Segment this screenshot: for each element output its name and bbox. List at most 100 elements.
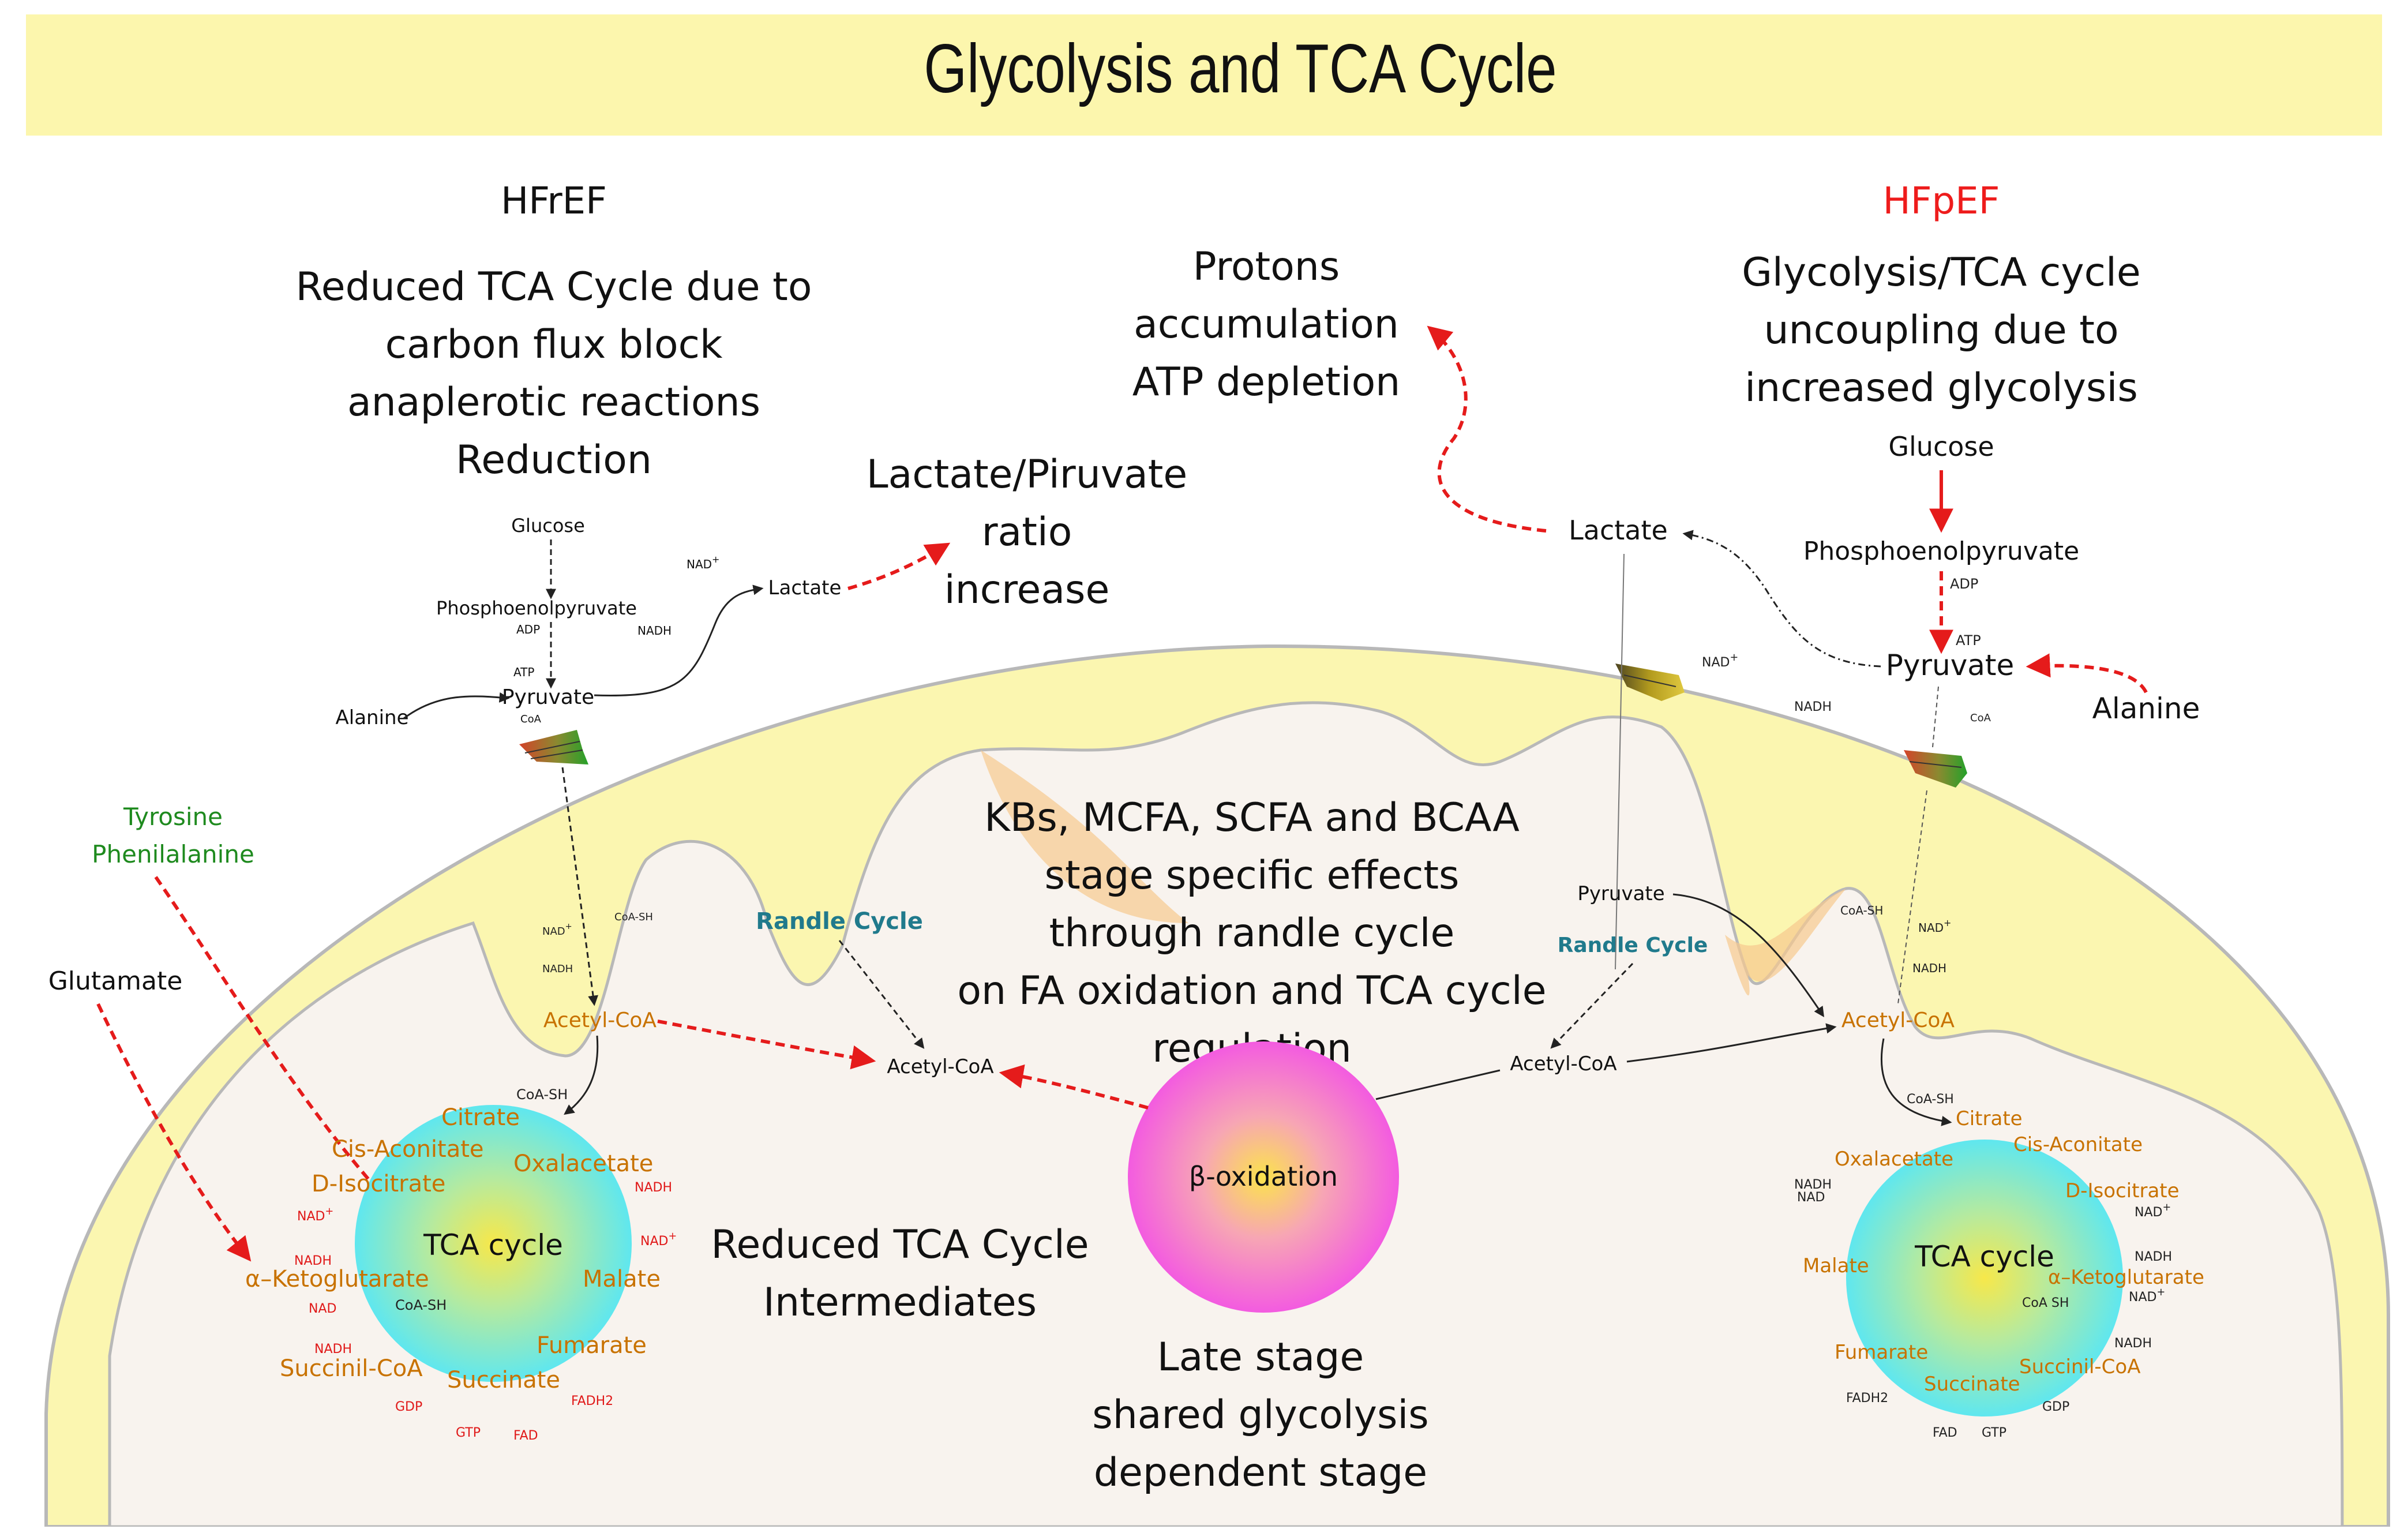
intermembrane-tint-left — [981, 750, 1188, 923]
glutamate-arrow — [96, 1003, 252, 1262]
lactate-ratio-note: Lactate/Piruvate ratio increase — [867, 452, 1188, 613]
hfpef-lactate-transporter — [1615, 664, 1685, 701]
hfref-oxalacetate: Oxalacetate — [513, 1151, 653, 1177]
hfpef-nadh-cofactor: NADH — [1912, 961, 1946, 975]
lactate-ratio-line2: ratio — [982, 509, 1072, 555]
hfpef-succinil-coa: Succinil-CoA — [2019, 1355, 2140, 1378]
hfpef-pep: Phosphoenolpyruvate — [1803, 537, 2079, 566]
hfpef-coa-sh: CoA-SH — [1840, 904, 1883, 917]
tyrosine-arrow — [154, 876, 541, 1336]
hfref-atp: ATP — [513, 665, 534, 679]
hfref-desc-line1: Reduced TCA Cycle due to — [296, 264, 812, 310]
kbs-line2: stage specific effects — [1045, 853, 1460, 898]
hfref-pyruvate-to-acetyl — [561, 767, 599, 1006]
hfpef-d-isocitrate: D-Isocitrate — [2065, 1179, 2180, 1202]
hfpef-tca-circle — [1846, 1140, 2123, 1416]
hfref-succinate: Succinate — [447, 1367, 560, 1393]
kbs-line4: on FA oxidation and TCA cycle — [957, 968, 1546, 1014]
title-banner — [26, 14, 2382, 136]
hfref-alanine: Alanine — [335, 706, 408, 729]
hfpef-acetyl-to-citrate — [1880, 1038, 1952, 1126]
hfpef-desc-line1: Glycolysis/TCA cycle — [1742, 250, 2141, 295]
hfref-mpc-transporter — [519, 730, 588, 765]
hfpef-tca-center: TCA cycle — [1914, 1240, 2054, 1273]
hfref-alanine-to-pyruvate — [403, 692, 510, 719]
hfref-desc-line3: anaplerotic reactions — [347, 380, 760, 425]
randle-left-arrow — [838, 940, 925, 1049]
hfref-lactate: Lactate — [768, 576, 842, 599]
hfpef-alpha-kg: α–Ketoglutarate — [2048, 1266, 2204, 1289]
hfref-coa-sh-release: CoA-SH — [516, 1086, 568, 1103]
late-stage-line1: Late stage — [1157, 1335, 1364, 1380]
hfpef-tca-cofactors: NADH NAD NAD+ NADH CoA SH NAD+ NADH GDP … — [1794, 1178, 2172, 1440]
hfref-coa-sh-cofactor: CoA-SH — [614, 911, 653, 923]
page-title: Glycolysis and TCA Cycle — [924, 31, 1556, 108]
protons-line1: Protons — [1193, 244, 1340, 290]
kbs-line3: through randle cycle — [1049, 910, 1455, 956]
late-stage-note: Late stage shared glycolysis dependent s… — [1092, 1335, 1428, 1496]
hfpef-inner-pyruvate: Pyruvate — [1577, 882, 1664, 905]
hfref-malate: Malate — [583, 1266, 661, 1292]
reduced-tca-line2: Intermediates — [763, 1280, 1037, 1325]
hfpef-oxalacetate: Oxalacetate — [1835, 1148, 1953, 1171]
hfpef-malate: Malate — [1803, 1254, 1869, 1277]
hfref-desc-line2: carbon flux block — [385, 322, 723, 368]
hfref-adp: ADP — [516, 623, 540, 636]
hfref-heading: HFrEF — [501, 180, 607, 223]
hfpef-acetyl-coa: Acetyl-CoA — [1841, 1009, 1955, 1032]
hfref-acetyl-to-citrate — [564, 1035, 599, 1115]
lactate-ratio-line3: increase — [944, 567, 1110, 613]
hfref-glycolysis: Glucose Phosphoenolpyruvate ADP ATP Pyru… — [335, 515, 841, 729]
hfpef-nadh-2: NADH — [2114, 1336, 2152, 1351]
hfpef-mpc-transporter — [1904, 750, 1967, 788]
hfpef-citrate: Citrate — [1956, 1107, 2023, 1130]
hfpef-nad: NAD+ — [1702, 652, 1738, 670]
hfref-cis-aconitate: Cis-Aconitate — [332, 1136, 484, 1163]
hfref-alpha-kg: α–Ketoglutarate — [245, 1266, 429, 1292]
hfref-pyruvate-to-lactate — [594, 584, 764, 697]
hfref-tca-metabolites: Citrate Cis-Aconitate Oxalacetate D-Isoc… — [245, 1104, 661, 1393]
hfpef-nad-left: NAD — [1797, 1190, 1825, 1205]
hfref-nad-2: NAD — [309, 1302, 336, 1316]
beta-oxidation-label: β-oxidation — [1189, 1161, 1338, 1192]
hfref-gtp: GTP — [456, 1426, 481, 1440]
hfpef-lactate-to-matrix — [1615, 553, 1625, 970]
hfref-fadh2: FADH2 — [571, 1394, 613, 1408]
hfref-tca-circle — [355, 1105, 632, 1382]
hfref-nad: NAD+ — [687, 554, 719, 571]
hfref-pyruvate: Pyruvate — [502, 685, 594, 709]
hfref-nad-plus-1: NAD+ — [297, 1206, 333, 1224]
hfref-tca-cofactors: NAD+ NADH NAD+ NADH NAD NADH GDP GTP FAD… — [294, 1181, 677, 1443]
glutamate-label: Glutamate — [48, 966, 183, 996]
hfpef-fad: FAD — [1933, 1426, 1957, 1440]
randle-cycle-left: Randle Cycle — [756, 908, 923, 935]
tyrosine-label: Tyrosine — [123, 803, 223, 831]
lactate-ratio-line1: Lactate/Piruvate — [867, 452, 1188, 497]
hfref-description: Reduced TCA Cycle due to carbon flux blo… — [296, 264, 812, 483]
hfpef-succinate: Succinate — [1924, 1373, 2020, 1396]
hfpef-atp: ATP — [1956, 632, 1981, 649]
hfref-coa: CoA — [520, 713, 542, 725]
hfref-fumarate: Fumarate — [537, 1332, 647, 1359]
reduced-tca-note: Reduced TCA Cycle Intermediates — [711, 1222, 1089, 1325]
hfref-desc-line4: Reduction — [456, 437, 652, 483]
hfref-pep: Phosphoenolpyruvate — [436, 597, 637, 619]
hfpef-transporter-to-acetyl — [1897, 790, 1927, 1005]
hfpef-alanine-arrow — [2026, 653, 2148, 694]
hfpef-lactate: Lactate — [1569, 515, 1668, 546]
protons-line3: ATP depletion — [1132, 359, 1401, 405]
hfref-d-isocitrate: D-Isocitrate — [312, 1171, 445, 1197]
beta-oxidation-circle — [1128, 1041, 1399, 1313]
inner-pyruvate-to-acetyl — [1672, 893, 1824, 1017]
hfref-nadh: NADH — [637, 624, 672, 638]
hfpef-coa-sh2: CoA-SH — [1907, 1092, 1954, 1107]
reduced-tca-line1: Reduced TCA Cycle — [711, 1222, 1089, 1268]
hfref-lactate-ratio-arrow — [847, 542, 951, 590]
hfpef-alanine: Alanine — [2092, 692, 2200, 725]
center-acetyl-coa: Acetyl-CoA — [887, 1055, 993, 1078]
hfref-tca-center: TCA cycle — [423, 1228, 563, 1262]
hfref-nadh-1: NADH — [635, 1181, 672, 1195]
protons-line2: accumulation — [1134, 302, 1399, 347]
hfref-nadh-cofactor: NADH — [542, 963, 573, 975]
